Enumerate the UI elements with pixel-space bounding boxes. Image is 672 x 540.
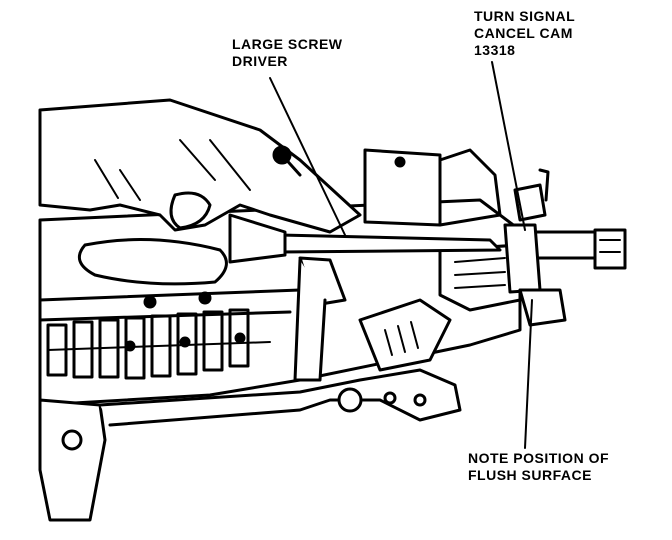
callout-cancel-cam-line2: CANCEL CAM [474,25,573,41]
callout-flush-surface-line2: FLUSH SURFACE [468,467,592,483]
lever-linkage [293,243,522,382]
callout-screwdriver-line1: LARGE SCREW [232,36,343,52]
mounting-bracket [38,368,462,522]
callout-cancel-cam: TURN SIGNAL CANCEL CAM 13318 [474,8,575,59]
callout-cancel-cam-line1: TURN SIGNAL [474,8,576,24]
leader-screwdriver [269,77,346,236]
callout-screwdriver-line2: DRIVER [232,53,288,69]
steering-shaft [518,228,627,270]
leader-flush-surface [524,299,533,449]
callout-flush-surface-line1: NOTE POSITION OF [468,450,610,466]
technician-hand [38,98,362,286]
upper-module [363,148,502,227]
callout-screwdriver: LARGE SCREW DRIVER [232,36,343,70]
callout-cancel-cam-line3: 13318 [474,42,516,58]
callout-flush-surface: NOTE POSITION OF FLUSH SURFACE [468,450,609,484]
leader-cancel-cam [491,61,526,231]
leader-lines [269,61,533,449]
screwdriver [228,213,502,264]
